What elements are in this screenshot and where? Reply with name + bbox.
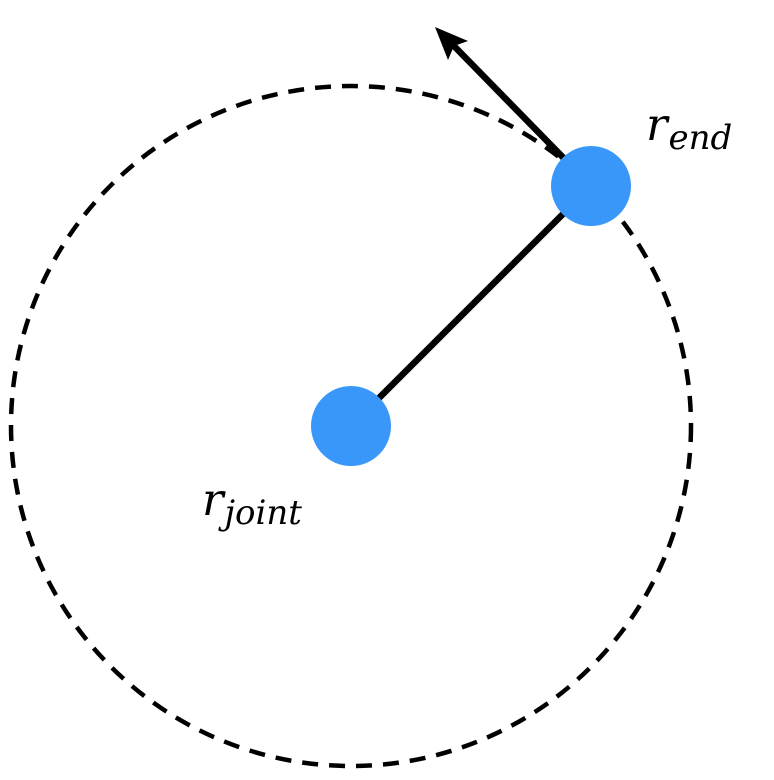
joint-label: rjoint	[202, 477, 302, 530]
end-effector-marker	[551, 146, 631, 226]
joint-marker	[311, 386, 391, 466]
joint-label-base: r	[202, 473, 224, 526]
link-line	[348, 183, 594, 429]
end-effector-label: rend	[646, 102, 732, 155]
velocity-arrow-head-icon	[435, 27, 468, 60]
dashed-path-circle	[8, 83, 694, 769]
end-effector-label-subscript: end	[668, 118, 733, 158]
end-effector-label-base: r	[646, 98, 668, 151]
joint-label-subscript: joint	[224, 493, 302, 533]
